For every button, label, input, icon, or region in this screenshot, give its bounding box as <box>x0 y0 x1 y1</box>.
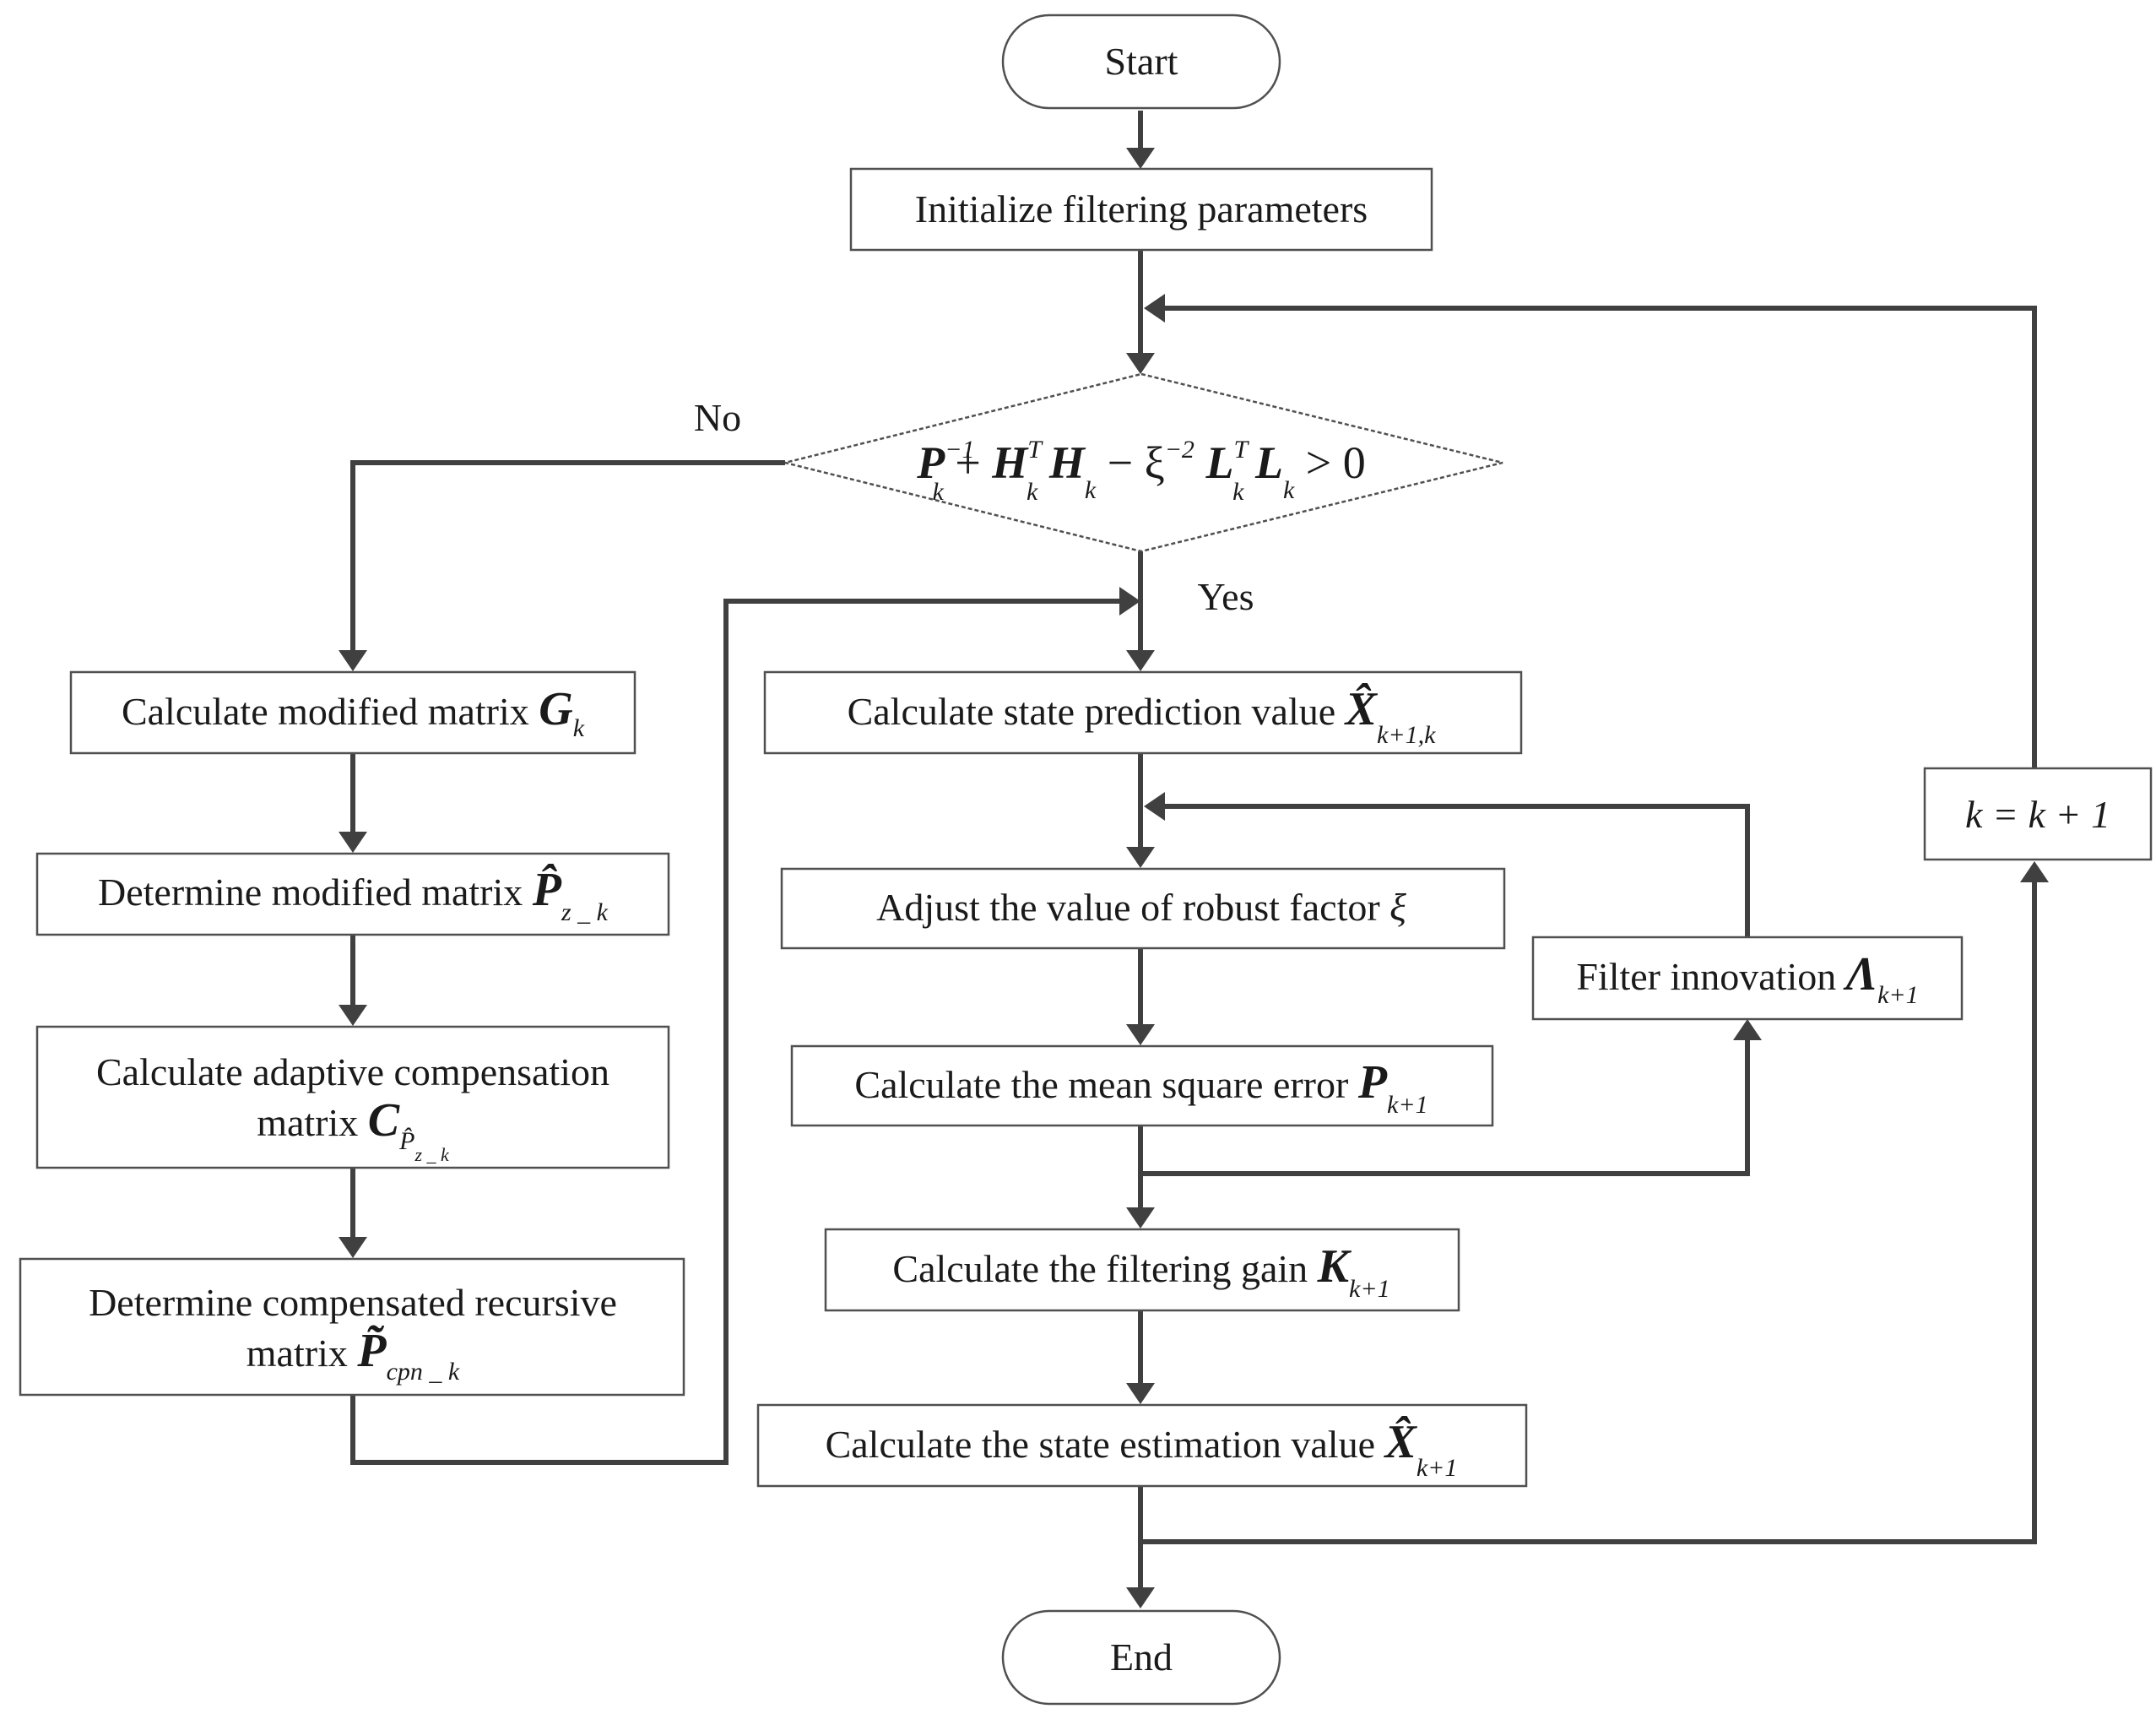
yes-label: Yes <box>1198 575 1254 618</box>
det-Ptilde-box: Determine compensated recursive matrix P… <box>19 1257 685 1397</box>
gain-label: Calculate the filtering gain Kk+1 <box>892 1240 1389 1303</box>
filter-innovation-box: Filter innovation Λk+1 <box>1531 936 1964 1021</box>
connectors <box>339 111 2049 1608</box>
arrowhead <box>1126 353 1155 374</box>
increment-label: k = k + 1 <box>1965 793 2110 836</box>
init-label: Initialize filtering parameters <box>915 187 1368 231</box>
arrowhead <box>1144 792 1165 821</box>
end-label: End <box>1110 1635 1173 1679</box>
arrowhead <box>339 650 367 671</box>
arrowhead <box>1126 1383 1155 1404</box>
arrowhead <box>1126 650 1155 671</box>
increment-box: k = k + 1 <box>1923 767 2153 861</box>
arrowhead <box>2020 861 2049 882</box>
calc-G-label: Calculate modified matrix Gk <box>122 683 585 742</box>
state-pred-label: Calculate state prediction value X̂k+1,k <box>848 683 1437 749</box>
adjust-xi-box: Adjust the value of robust factor ξ <box>780 867 1506 950</box>
det-Ptilde-line1: Determine compensated recursive <box>89 1281 617 1324</box>
arrowhead <box>1733 1019 1762 1040</box>
edge-estimate-increment <box>1140 882 2037 1544</box>
arrowhead <box>1126 148 1155 169</box>
no-label: No <box>694 396 741 439</box>
det-P-label: Determine modified matrix P̂z _ k <box>98 864 609 926</box>
arrowhead <box>339 832 367 853</box>
calc-C-line2: matrix CP̂z _ k <box>257 1094 450 1165</box>
arrowhead <box>1126 847 1155 868</box>
arrowhead <box>339 1005 367 1026</box>
arrowhead <box>1126 1587 1155 1608</box>
state-pred-box: Calculate state prediction value X̂k+1,k <box>763 670 1523 755</box>
calc-C-line1: Calculate adaptive compensation <box>96 1050 609 1093</box>
det-P-box: Determine modified matrix P̂z _ k <box>35 852 670 936</box>
edge-innovation-to-adjust <box>1165 804 1750 937</box>
start-label: Start <box>1105 40 1178 83</box>
edge-left-return <box>350 599 1119 1465</box>
arrowhead <box>1126 1207 1155 1229</box>
det-Ptilde-line2: matrix P̃cpn _ k <box>246 1324 460 1386</box>
state-est-box: Calculate the state estimation value X̂k… <box>756 1403 1528 1488</box>
arrowhead <box>1126 1024 1155 1045</box>
mse-box: Calculate the mean square error Pk+1 <box>790 1044 1494 1127</box>
calc-C-box: Calculate adaptive compensation matrix C… <box>35 1025 670 1169</box>
arrowhead <box>1144 294 1165 323</box>
edge-mse-innovation <box>1140 1040 1750 1176</box>
edge-loop-increment-to-top <box>1165 306 2037 768</box>
gain-box: Calculate the filtering gain Kk+1 <box>824 1228 1460 1312</box>
end-terminal: End <box>1001 1609 1281 1706</box>
edge-decision-no <box>350 460 785 650</box>
mse-label: Calculate the mean square error Pk+1 <box>854 1056 1427 1119</box>
arrowhead <box>1119 587 1140 616</box>
state-est-label: Calculate the state estimation value X̂k… <box>826 1416 1458 1482</box>
adjust-xi-label: Adjust the value of robust factor ξ <box>876 886 1406 929</box>
filter-innovation-label: Filter innovation Λk+1 <box>1576 948 1918 1009</box>
init-box: Initialize filtering parameters <box>849 167 1433 252</box>
calc-G-box: Calculate modified matrix Gk <box>69 670 637 755</box>
start-terminal: Start <box>1001 14 1281 110</box>
arrowhead <box>339 1237 367 1258</box>
